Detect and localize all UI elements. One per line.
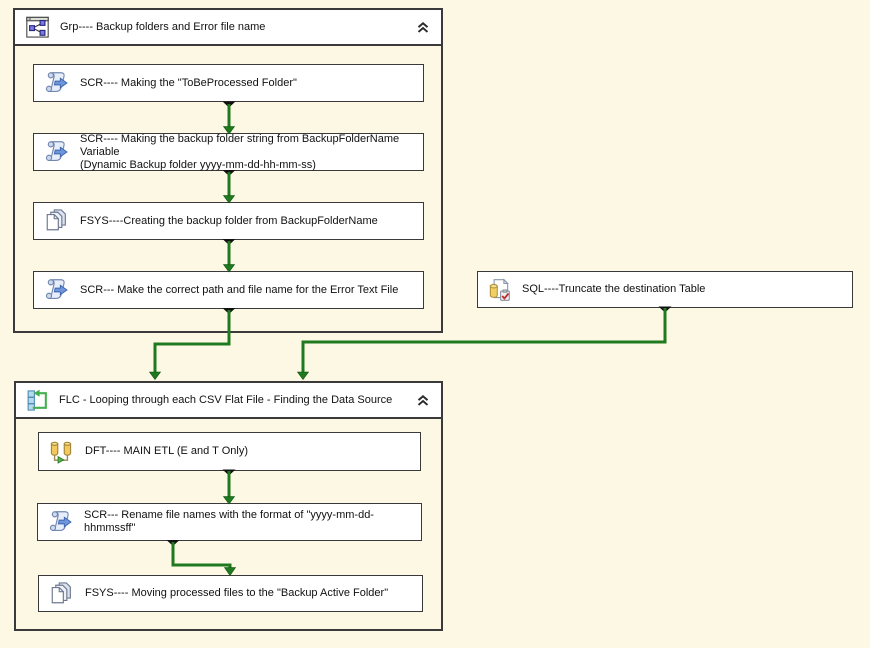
script-task-icon xyxy=(42,276,70,304)
collapse-chevron-icon[interactable] xyxy=(414,18,432,36)
sequence-container-icon xyxy=(24,14,51,41)
task-label: SCR---- Making the backup folder string … xyxy=(80,132,400,171)
sequence-group-container: Grp---- Backup folders and Error file na… xyxy=(13,8,443,333)
task-label: DFT---- MAIN ETL (E and T Only) xyxy=(85,445,248,457)
task-fsys-create-backup-folder[interactable]: FSYS----Creating the backup folder from … xyxy=(33,202,424,240)
task-label: FSYS----Creating the backup folder from … xyxy=(80,214,378,227)
task-label: SCR---- Making the "ToBeProcessed Folder… xyxy=(80,76,297,89)
task-fsys-move-processed-files[interactable]: FSYS---- Moving processed files to the "… xyxy=(38,575,423,612)
file-system-task-icon xyxy=(42,207,70,235)
file-system-task-icon xyxy=(47,580,75,608)
task-label: SCR--- Rename file names with the format… xyxy=(84,509,374,534)
loop-container-header[interactable]: FLC - Looping through each CSV Flat File… xyxy=(16,383,441,419)
task-label: FSYS---- Moving processed files to the "… xyxy=(85,587,389,599)
task-script-backup-folder-string[interactable]: SCR---- Making the backup folder string … xyxy=(33,133,424,171)
script-task-icon xyxy=(46,508,74,536)
precedence-constraint-1[interactable] xyxy=(222,101,236,135)
precedence-constraint-5[interactable] xyxy=(222,469,236,505)
precedence-constraint-sql[interactable] xyxy=(296,306,672,381)
collapse-chevron-icon[interactable] xyxy=(414,391,432,409)
foreach-loop-container: FLC - Looping through each CSV Flat File… xyxy=(14,381,443,631)
task-sql-truncate[interactable]: SQL----Truncate the destination Table xyxy=(477,271,853,308)
precedence-constraint-6[interactable] xyxy=(166,540,237,577)
data-flow-task-icon xyxy=(47,438,75,466)
script-task-icon xyxy=(42,69,70,97)
precedence-constraint-4[interactable] xyxy=(148,308,236,381)
task-script-rename-files[interactable]: SCR--- Rename file names with the format… xyxy=(37,503,422,541)
loop-container-title: FLC - Looping through each CSV Flat File… xyxy=(59,394,393,406)
task-dataflow-main-etl[interactable]: DFT---- MAIN ETL (E and T Only) xyxy=(38,432,421,471)
foreach-loop-container-icon xyxy=(25,388,50,413)
task-script-tobeprocessed[interactable]: SCR---- Making the "ToBeProcessed Folder… xyxy=(33,64,424,102)
execute-sql-task-icon xyxy=(486,277,512,303)
task-label: SCR--- Make the correct path and file na… xyxy=(80,283,399,296)
precedence-constraint-3[interactable] xyxy=(222,239,236,273)
task-script-error-file-path[interactable]: SCR--- Make the correct path and file na… xyxy=(33,271,424,309)
group-container-header[interactable]: Grp---- Backup folders and Error file na… xyxy=(15,10,441,46)
precedence-constraint-2[interactable] xyxy=(222,170,236,204)
group-container-title: Grp---- Backup folders and Error file na… xyxy=(60,21,266,33)
task-label: SQL----Truncate the destination Table xyxy=(522,283,706,295)
script-task-icon xyxy=(42,138,70,166)
